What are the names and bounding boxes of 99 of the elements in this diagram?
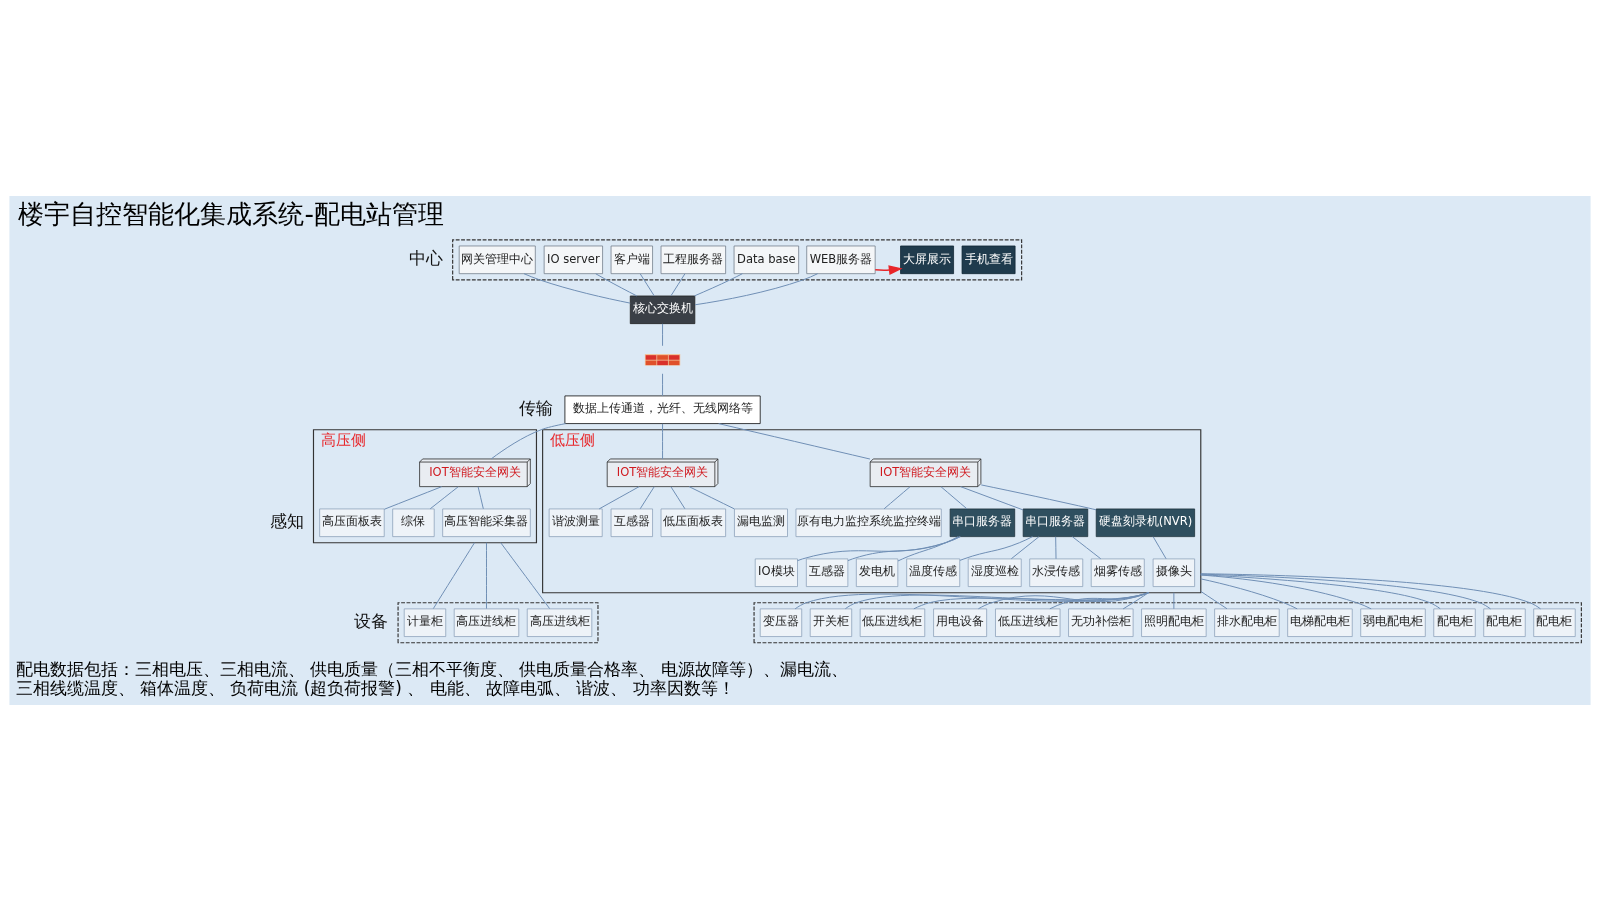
node-box: 低压面板表 [660,508,726,537]
node-box: 排水配电柜 [1214,608,1280,637]
connector [960,485,1024,510]
label: 感知 [269,510,304,531]
connector [913,591,1149,609]
connector [429,485,459,509]
node-box: 开关柜 [809,608,853,637]
connector [688,485,735,509]
connector [490,422,567,459]
node-box: 湿度巡检 [967,558,1022,587]
node-box: 高压面板表 [319,508,385,537]
node-box: 弱电配电柜 [1360,608,1426,637]
node-box: 配电柜 [1433,608,1476,637]
connector [639,272,655,296]
node-box: 摄像头 [1152,558,1195,587]
node-box: 烟雾传感 [1090,558,1145,587]
connector [1200,572,1541,609]
connector [383,485,443,510]
label: 设备 [354,610,389,631]
node-box: 高压进线柜 [526,608,593,637]
connector [897,535,959,561]
node-box: 手机查看 [961,245,1016,274]
caption: 配电数据包括：三相电压、三相电流、 供电质量（三相不平衡度、 供电质量合格率、 电源故障等）、漏电流、三相线缆温度、 箱体温度、 负荷电流 (超负荷报警) 、 电能、 故障电弧、 谐波、 功率因数等！ [15,658,848,698]
node-box: 无功补偿柜 [1068,608,1134,637]
cluster [753,601,1582,643]
node-box: 互感器 [610,508,653,537]
connector [670,272,686,296]
node-box: 综保 [392,508,435,537]
node-box: 水浸传感 [1029,558,1084,587]
cluster [452,238,1023,280]
connector [959,535,1033,561]
connector [662,372,664,396]
connector [1152,535,1167,559]
node-box: 高压智能采集器 [442,508,531,537]
connector [1055,535,1057,559]
node-box: 工程服务器 [660,245,726,274]
connector [523,272,631,304]
connector [977,591,1149,609]
node-box: 原有电力监控系统监控终端 [795,508,942,537]
connector [1010,535,1040,559]
connector [1200,590,1228,609]
connector [432,541,475,609]
node-box: 变压器 [759,608,803,637]
node-box: 用电设备 [933,608,988,637]
node-box: 串口服务器 [949,508,1016,537]
label: 中心 [408,247,443,268]
node-box: IO server [543,245,603,274]
connector [1072,535,1102,559]
connector [980,483,1097,510]
connector [1200,574,1372,609]
connector [1049,591,1149,609]
connector [1200,577,1298,609]
connector [847,535,961,561]
label: 传输 [518,397,553,418]
connector [662,422,664,459]
connector [1200,573,1441,609]
connector [797,535,961,561]
cluster [397,601,599,643]
connector [639,485,655,509]
connector [1200,573,1491,609]
node-box: 大屏展示 [900,245,954,274]
connector [694,272,819,305]
connector [662,322,664,346]
node-box: 电梯配电柜 [1287,608,1353,637]
node-box: 低压进线柜 [995,608,1061,637]
connector [940,485,968,509]
node-box: 网关管理中心 [458,245,536,274]
node-box: 硬盘刻录机(NVR) [1095,508,1195,537]
node-box: IO模块 [754,558,798,587]
connector [670,485,686,509]
connector [595,272,638,296]
node-box: 发电机 [855,558,899,587]
connector [598,485,640,509]
connector [883,485,911,509]
node-box: 客户端 [610,245,653,274]
arrow [874,264,903,275]
connector [1122,591,1149,609]
connector [486,541,487,609]
node-box: 核心交换机 [629,295,696,324]
node-box: 谐波测量 [548,508,603,537]
connector [500,541,551,609]
node-box: 低压进线柜 [859,608,926,637]
node-box: 配电柜 [1533,608,1576,637]
connector [718,422,871,460]
connector [693,272,743,296]
node-box: 漏电监测 [734,508,788,537]
node-box: 配电柜 [1483,608,1526,637]
node-box: 串口服务器 [1022,508,1089,537]
node-box: Data base [733,245,800,274]
node-box: 互感器 [805,558,849,587]
node-box: 数据上传通道，光纤、无线网络等 [564,395,761,424]
node-box: 计量柜 [403,608,447,637]
node-box: WEB服务器 [806,245,876,274]
diagram-title: 楼宇自控智能化集成系统-配电站管理 [18,198,444,229]
connector [1173,591,1175,609]
node-box: 照明配电柜 [1141,608,1207,637]
node-box: 高压进线柜 [453,608,520,637]
node-box: 温度传感 [906,558,961,587]
connector [477,485,484,509]
